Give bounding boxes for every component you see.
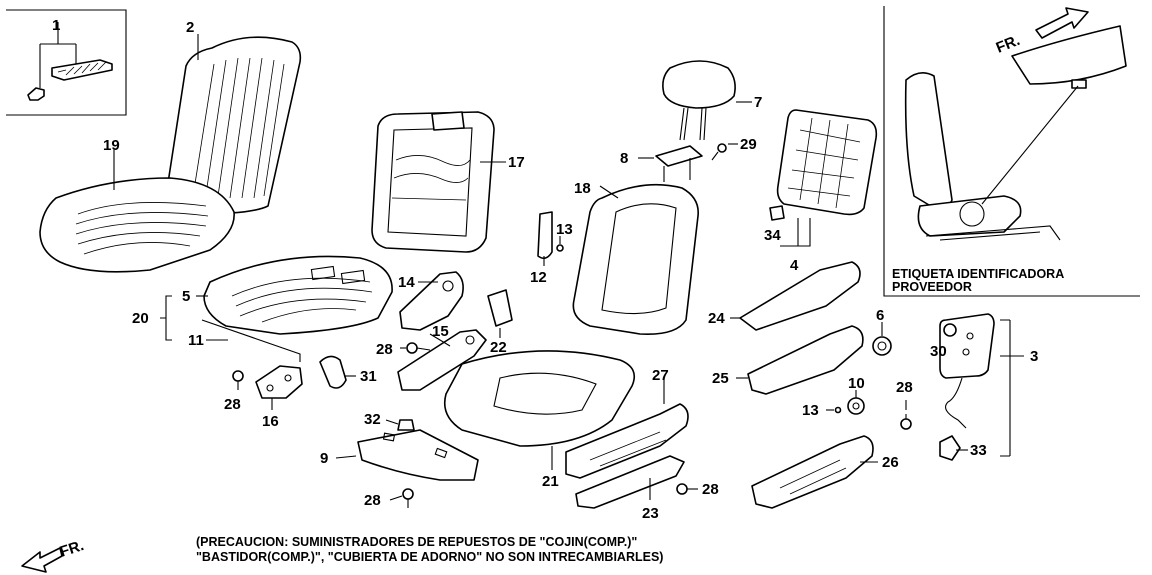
part-6-knob: 6 xyxy=(872,307,892,356)
part-28-screw-a xyxy=(406,342,431,354)
callout-28-c: 28 xyxy=(364,492,381,509)
part-23-seat-rail: 23 xyxy=(575,455,685,522)
callout-28-a: 28 xyxy=(376,341,393,358)
caution-note-line1: (PRECAUCION: SUMINISTRADORES DE REPUESTO… xyxy=(196,535,637,549)
callout-19: 19 xyxy=(103,137,120,154)
callout-33: 33 xyxy=(970,442,987,459)
part-28-screw-c xyxy=(402,488,414,508)
callout-7: 7 xyxy=(754,94,762,111)
part-4-back-panel: 4 xyxy=(776,109,878,274)
callout-1: 1 xyxy=(52,17,60,34)
part-12-lever: 12 xyxy=(530,211,553,286)
callout-31: 31 xyxy=(360,368,377,385)
caution-note-line2: "BASTIDOR(COMP.)", "CUBIERTA DE ADORNO" … xyxy=(196,550,663,564)
callout-30: 30 xyxy=(930,343,947,360)
callout-13-b: 13 xyxy=(802,402,819,419)
callout-24: 24 xyxy=(708,310,725,327)
callout-22: 22 xyxy=(490,339,507,356)
callout-18: 18 xyxy=(574,180,591,197)
part-1-clips xyxy=(27,59,113,101)
callout-11: 11 xyxy=(188,332,204,349)
callout-25: 25 xyxy=(712,370,729,387)
part-29-screw: 29 xyxy=(711,136,757,161)
part-5-cushion-frame xyxy=(203,255,393,335)
part-32-nut: 32 xyxy=(364,411,415,431)
part-19-cushion-cover: 19 xyxy=(39,137,235,273)
fr-arrow-bottom: FR. xyxy=(21,537,86,573)
part-9-front-trim-cover: 9 xyxy=(320,429,479,481)
part-11-cushion-spring-wire xyxy=(201,319,301,362)
part-18-seat-back-pad: 18 xyxy=(572,180,699,336)
supplier-label-line2: PROVEEDOR xyxy=(892,280,972,294)
part-34-clip: 34 xyxy=(764,205,785,244)
callout-9: 9 xyxy=(320,450,328,467)
part-14-recliner-bracket: 14 xyxy=(398,271,464,331)
callout-16: 16 xyxy=(262,413,279,430)
inset-seat-illustration xyxy=(904,72,1061,241)
part-2-seat-back-cover: 2 xyxy=(165,19,302,215)
part-13-clip-b: 13 xyxy=(802,402,842,419)
part-28-screw-d xyxy=(676,483,698,495)
callout-29: 29 xyxy=(740,136,757,153)
part-27-seat-adjuster: 27 xyxy=(565,367,689,479)
callout-21: 21 xyxy=(542,473,559,490)
callout-26: 26 xyxy=(882,454,899,471)
callout-12: 12 xyxy=(530,269,547,286)
callout-28-e: 28 xyxy=(896,379,913,396)
callout-23: 23 xyxy=(642,505,659,522)
callout-34: 34 xyxy=(764,227,781,244)
part-17-back-frame: 17 xyxy=(371,111,525,253)
supplier-label-line1: ETIQUETA IDENTIFICADORA xyxy=(892,267,1064,281)
part-3-switch-assembly: 3 xyxy=(939,313,1038,457)
part-28-screw-e xyxy=(900,414,912,430)
callout-10: 10 xyxy=(848,375,865,392)
callout-2: 2 xyxy=(186,19,194,36)
callout-32: 32 xyxy=(364,411,381,428)
fr-label-top: FR. xyxy=(994,32,1023,57)
inset-label-tag xyxy=(1011,25,1127,89)
part-15-lower-bracket: 15 xyxy=(397,323,487,391)
callout-15: 15 xyxy=(432,323,449,340)
clip-inset-box: 1 xyxy=(6,9,127,116)
supplier-inset-frame xyxy=(883,6,1140,297)
callout-28-b: 28 xyxy=(224,396,241,413)
callout-27: 27 xyxy=(652,367,669,384)
part-28-screw-b xyxy=(232,370,244,390)
part-22-recliner-knob: 22 xyxy=(487,289,513,356)
callout-13-a: 13 xyxy=(556,221,573,238)
callout-4: 4 xyxy=(790,257,799,274)
fr-label-bottom: FR. xyxy=(58,537,86,561)
part-13-clip-a: 13 xyxy=(556,221,573,252)
part-33-clip: 33 xyxy=(939,435,987,461)
part-26-outer-cover: 26 xyxy=(751,435,899,509)
part-21-cushion-pad: 21 xyxy=(443,350,636,490)
part-8-headrest-guide: 8 xyxy=(620,145,703,182)
part-30-grommet: 30 xyxy=(930,323,957,360)
part-7-headrest: 7 xyxy=(662,60,762,141)
supplier-label-inset: FR. ETIQUETA IDENTIFICADORA PROVEEDOR xyxy=(883,6,1140,297)
part-31-harness-clip: 31 xyxy=(319,355,377,389)
clip-inset-frame xyxy=(6,9,127,116)
callout-6: 6 xyxy=(876,307,884,324)
callout-17: 17 xyxy=(508,154,525,171)
callout-28-d: 28 xyxy=(702,481,719,498)
callout-3: 3 xyxy=(1030,348,1038,365)
callout-14: 14 xyxy=(398,274,415,291)
callout-8: 8 xyxy=(620,150,628,167)
callout-20: 20 xyxy=(132,310,149,327)
part-10-knob: 10 xyxy=(847,375,865,415)
part-16-side-bracket: 16 xyxy=(255,365,303,430)
part-25-side-cover: 25 xyxy=(712,325,864,395)
callout-5: 5 xyxy=(182,288,190,305)
part-24-recliner-cover: 24 xyxy=(708,261,861,331)
